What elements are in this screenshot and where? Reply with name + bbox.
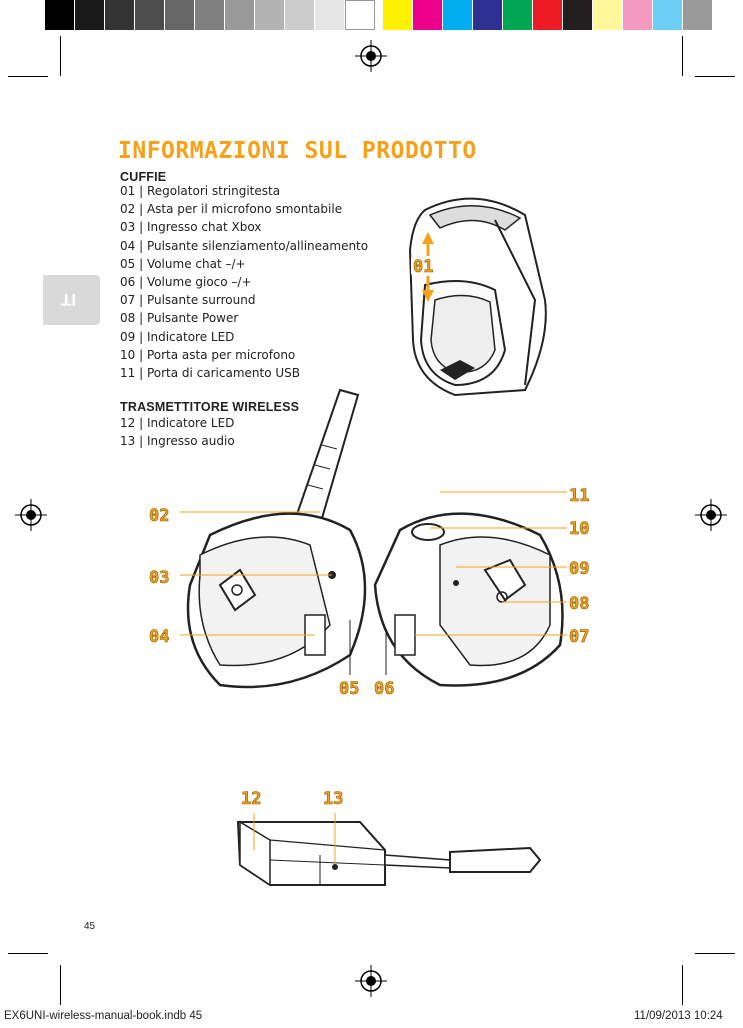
list-item: 10 | Porta asta per microfono (120, 347, 296, 362)
callout-badge-13: 13 (321, 788, 351, 809)
list-item: 03 | Ingresso chat Xbox (120, 220, 262, 235)
list-item: 13 | Ingresso audio (120, 434, 235, 449)
color-swatch (683, 0, 713, 30)
headset-parts-list: 01 | Regolatori stringitesta 02 | Asta p… (120, 182, 368, 382)
callout-badge-01: 01 (411, 256, 441, 277)
transmitter-illustration (236, 813, 542, 887)
color-swatch (285, 0, 315, 30)
callout-label: 03 (149, 568, 169, 588)
list-item: 09 | Indicatore LED (120, 329, 235, 344)
callout-badge-12: 12 (239, 788, 269, 809)
callout-label: 10 (569, 519, 589, 539)
page-number: 45 (84, 921, 96, 932)
footer-filename: EX6UNI-wireless-manual-book.indb 45 (4, 1010, 203, 1022)
callout-label: 06 (374, 679, 394, 699)
list-item: 12 | Indicatore LED (120, 416, 235, 430)
crop-mark (695, 953, 735, 954)
list-item: 01 | Regolatori stringitesta (120, 184, 281, 198)
color-swatch (75, 0, 105, 30)
crop-mark (695, 76, 735, 77)
list-item: 07 | Pulsante surround (120, 293, 256, 308)
callout-label: 01 (413, 257, 433, 277)
transmitter-parts-list: 12 | Indicatore LED 13 | Ingresso audio (120, 414, 235, 450)
registration-mark-icon (355, 40, 387, 72)
callout-label: 09 (569, 559, 589, 579)
crop-mark (60, 965, 61, 1005)
page-title: INFORMAZIONI SUL PRODOTTO (118, 138, 477, 164)
color-swatch (45, 0, 75, 30)
registration-mark-icon (695, 499, 727, 531)
color-swatch (563, 0, 593, 30)
footer-date: 11/09/2013 10:24 (634, 1010, 723, 1022)
color-swatch (225, 0, 255, 30)
callout-badge-10: 10 (567, 518, 597, 539)
list-item: 04 | Pulsante silenziamento/allineamento (120, 238, 369, 253)
callout-label: 08 (569, 594, 589, 614)
color-swatch (443, 0, 473, 30)
crop-mark (8, 76, 48, 77)
callout-label: 05 (339, 679, 359, 699)
callout-label: 12 (241, 789, 261, 809)
earcups-illustration (180, 388, 570, 689)
crop-mark (682, 965, 683, 1005)
color-swatch (165, 0, 195, 30)
crop-mark (60, 36, 61, 76)
callout-badge-02: 02 (147, 505, 177, 526)
color-swatch (315, 0, 345, 30)
color-swatch (383, 0, 413, 30)
callout-badge-08: 08 (567, 593, 597, 614)
color-swatch (345, 0, 375, 30)
color-swatch (473, 0, 503, 30)
list-item: 11 | Porta di caricamento USB (120, 366, 301, 381)
registration-mark-icon (15, 499, 47, 531)
color-swatch (195, 0, 225, 30)
language-tab: IT (43, 275, 100, 325)
callout-label: 04 (149, 627, 169, 647)
list-item: 05 | Volume chat –/+ (120, 256, 246, 271)
list-item: 08 | Pulsante Power (120, 311, 239, 326)
color-swatch (623, 0, 653, 30)
crop-mark (682, 36, 683, 76)
color-swatch (135, 0, 165, 30)
callout-badge-09: 09 (567, 558, 597, 579)
color-swatch (255, 0, 285, 30)
callout-badge-03: 03 (147, 567, 177, 588)
color-swatch (413, 0, 443, 30)
language-tab-label: IT (61, 290, 77, 309)
callout-badge-07: 07 (567, 626, 597, 647)
callout-badge-05: 05 (337, 678, 367, 699)
callout-label: 11 (569, 486, 589, 506)
transmitter-heading: TRASMETTITORE WIRELESS (120, 400, 300, 414)
headset-side-illustration (408, 197, 547, 397)
headset-heading: CUFFIE (120, 170, 167, 184)
crop-mark (8, 953, 48, 954)
callout-badge-04: 04 (147, 626, 177, 647)
callout-badge-11: 11 (567, 485, 597, 506)
callout-label: 13 (323, 789, 343, 809)
callout-label: 02 (149, 506, 169, 526)
callout-badge-06: 06 (372, 678, 402, 699)
color-swatch (653, 0, 683, 30)
color-swatch (593, 0, 623, 30)
registration-mark-icon (355, 965, 387, 997)
color-swatch (105, 0, 135, 30)
list-item: 02 | Asta per il microfono smontabile (120, 202, 343, 217)
color-swatch (503, 0, 533, 30)
callout-label: 07 (569, 627, 589, 647)
list-item: 06 | Volume gioco –/+ (120, 275, 252, 290)
color-swatch (533, 0, 563, 30)
color-calibration-bar (45, 0, 713, 30)
swatch-gap (375, 0, 383, 30)
